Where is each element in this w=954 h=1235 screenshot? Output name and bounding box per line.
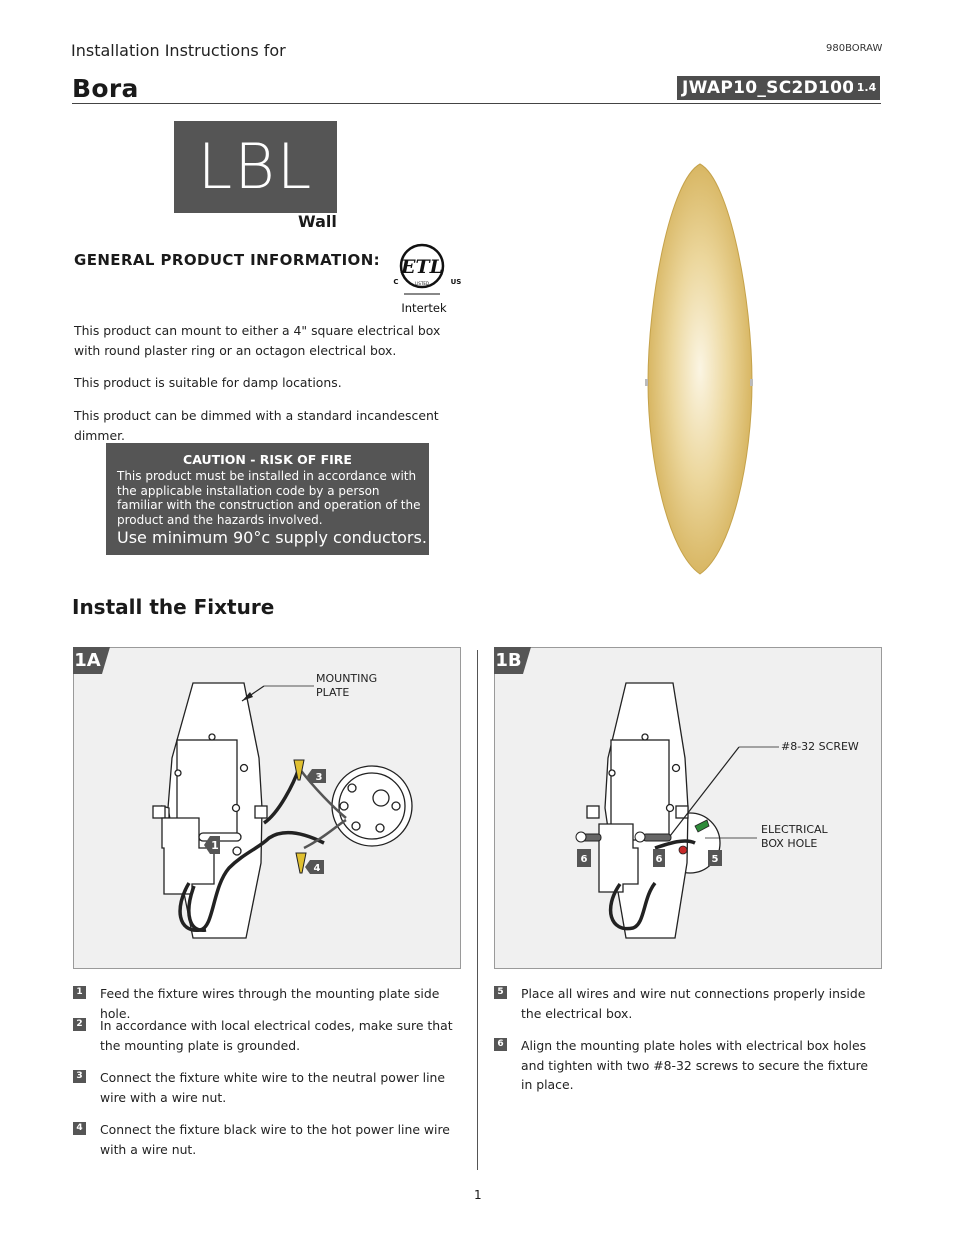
step-text: Connect the fixture black wire to the ho… (100, 1122, 450, 1157)
caution-box: CAUTION - RISK OF FIRE This product must… (106, 443, 429, 555)
version-badge: 1.4 (853, 76, 880, 100)
etl-us-letter: US (451, 278, 462, 286)
callout-5: 5 (712, 854, 719, 865)
etl-c-letter: C (393, 278, 398, 286)
step-number: 6 (494, 1038, 507, 1051)
intertek-text: Intertek (401, 301, 447, 315)
header-subtitle: Installation Instructions for (71, 41, 286, 60)
panel-1b-tag-notch (523, 647, 531, 674)
general-info-heading: GENERAL PRODUCT INFORMATION: (74, 251, 381, 269)
product-title: Bora (72, 74, 139, 103)
model-number-badge: JWAP10_SC2D100 (677, 76, 860, 100)
etl-listed-text: LISTED (415, 281, 429, 286)
step-number: 5 (494, 986, 507, 999)
page-number: 1 (474, 1188, 482, 1202)
step-text: Align the mounting plate holes with elec… (521, 1038, 869, 1092)
fixture-product-image (645, 163, 753, 575)
caution-text: This product must be installed in accord… (117, 469, 421, 527)
info-paragraph-damp: This product is suitable for damp locati… (74, 375, 342, 390)
diagram-panel-1a: 1 3 4 MOUNTING PLATE 1A (73, 647, 461, 969)
mounting-plate-label-line1: MOUNTING (316, 672, 377, 685)
column-divider (477, 650, 478, 1170)
callout-3: 3 (316, 772, 323, 783)
box-hole-label-line2: BOX HOLE (761, 837, 817, 850)
panel-1a-tag: 1A (73, 647, 102, 674)
brand-logo-subtext: Wall (298, 212, 337, 231)
step-text: Connect the fixture white wire to the ne… (100, 1070, 445, 1105)
etl-listed-mark-icon: ETL LISTED C US Intertek (393, 243, 462, 315)
step-number: 2 (73, 1018, 86, 1031)
diagram-1b-illustration: 6 6 5 #8-32 SCREW ELECTRICAL BOX HOLE (575, 682, 859, 939)
caution-title: CAUTION - RISK OF FIRE (183, 452, 352, 467)
step-text: Place all wires and wire nut connections… (521, 986, 866, 1021)
step-number: 3 (73, 1070, 86, 1083)
callout-1: 1 (211, 839, 219, 852)
panel-1b-tag: 1B (494, 647, 523, 674)
box-hole-label-line1: ELECTRICAL (761, 823, 829, 836)
callout-6-left: 6 (581, 854, 588, 865)
diagram-1a-illustration: 1 3 4 MOUNTING PLATE (152, 672, 413, 939)
document-code: 980BORAW (826, 43, 883, 54)
diagram-panel-1b: 6 6 5 #8-32 SCREW ELECTRICAL BOX HOLE 1B (494, 647, 882, 969)
caution-conductors: Use minimum 90°c supply conductors. (117, 528, 427, 547)
info-paragraph-mounting: This product can mount to either a 4" sq… (74, 323, 441, 358)
step-text: Feed the fixture wires through the mount… (100, 986, 440, 1021)
install-section-heading: Install the Fixture (72, 595, 275, 619)
step-text: In accordance with local electrical code… (100, 1018, 453, 1053)
screw-label: #8-32 SCREW (781, 740, 859, 753)
brand-logo: LBL (174, 121, 337, 213)
info-paragraph-dimming: This product can be dimmed with a standa… (74, 408, 439, 443)
callout-4: 4 (314, 863, 321, 874)
callout-6-right: 6 (656, 854, 663, 865)
panel-1a-tag-notch (102, 647, 110, 674)
step-number: 4 (73, 1122, 86, 1135)
header-divider (72, 103, 881, 104)
mounting-plate-label-line2: PLATE (316, 686, 349, 699)
step-number: 1 (73, 986, 86, 999)
etl-mark-text: ETL (400, 256, 443, 278)
